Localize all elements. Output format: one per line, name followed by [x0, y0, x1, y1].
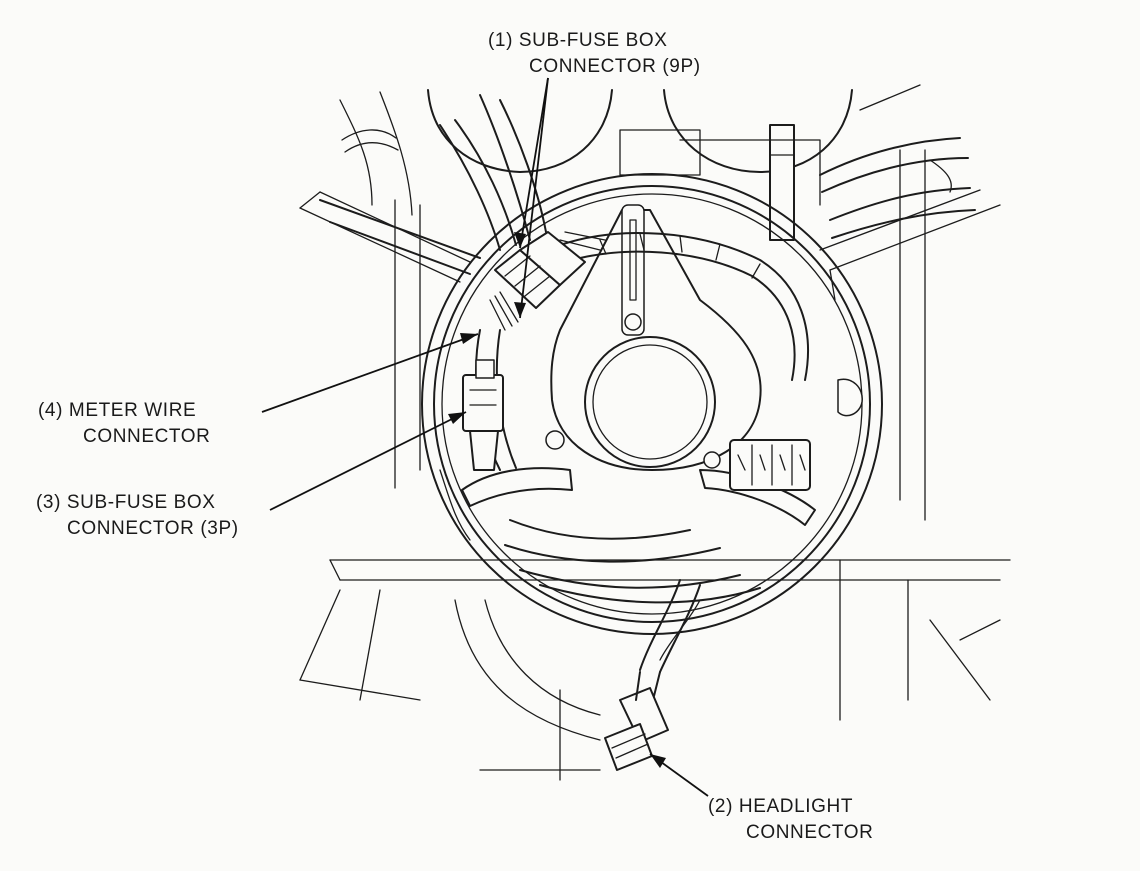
leader-arrowhead-1: [514, 232, 526, 248]
sub-fuse-box-connector-3p-drawing: [462, 359, 504, 471]
headlight-connector-drawing: [604, 671, 669, 771]
callout-sub-fuse-box-connector-3p: (3) SUB-FUSE BOX CONNECTOR (3P): [36, 490, 239, 542]
callout-sub-fuse-box-connector-9p: (1) SUB-FUSE BOX CONNECTOR (9P): [488, 28, 701, 80]
callout-label-line-1: (1) SUB-FUSE BOX: [488, 30, 668, 51]
leader-line-3: [269, 411, 467, 511]
cables-top-left: [319, 94, 547, 275]
leader-arrowhead-2: [650, 754, 666, 768]
leader-arrowhead-1b: [514, 302, 526, 318]
leader-lines: [261, 77, 709, 797]
cables-top-right: [769, 84, 976, 241]
leader-line-4: [261, 333, 479, 413]
leader-line-1b: [519, 77, 549, 319]
leader-line-1: [519, 77, 549, 249]
callout-label-line-2: CONNECTOR: [746, 822, 874, 843]
callout-headlight-connector: (2) HEADLIGHT CONNECTOR: [708, 794, 874, 846]
callout-label-line-1: (2) HEADLIGHT: [708, 796, 854, 817]
leader-arrowhead-4: [460, 333, 478, 344]
right-connector-block: [729, 439, 811, 491]
center-bracket: [550, 204, 762, 471]
callout-label-line-2: CONNECTOR: [83, 426, 211, 447]
callout-label-line-2: CONNECTOR (3P): [67, 518, 239, 539]
callout-label-line-2: CONNECTOR (9P): [529, 56, 701, 77]
frame-background: [299, 129, 1011, 781]
callout-meter-wire-connector: (4) METER WIRE CONNECTOR: [38, 398, 211, 450]
callout-label-line-1: (4) METER WIRE: [38, 400, 197, 421]
callout-label-line-1: (3) SUB-FUSE BOX: [36, 492, 216, 513]
headlight-case: [421, 173, 883, 635]
leader-arrowhead-3: [448, 412, 466, 424]
gauges: [339, 89, 853, 216]
sub-fuse-box-connector-9p-drawing: [489, 231, 606, 331]
